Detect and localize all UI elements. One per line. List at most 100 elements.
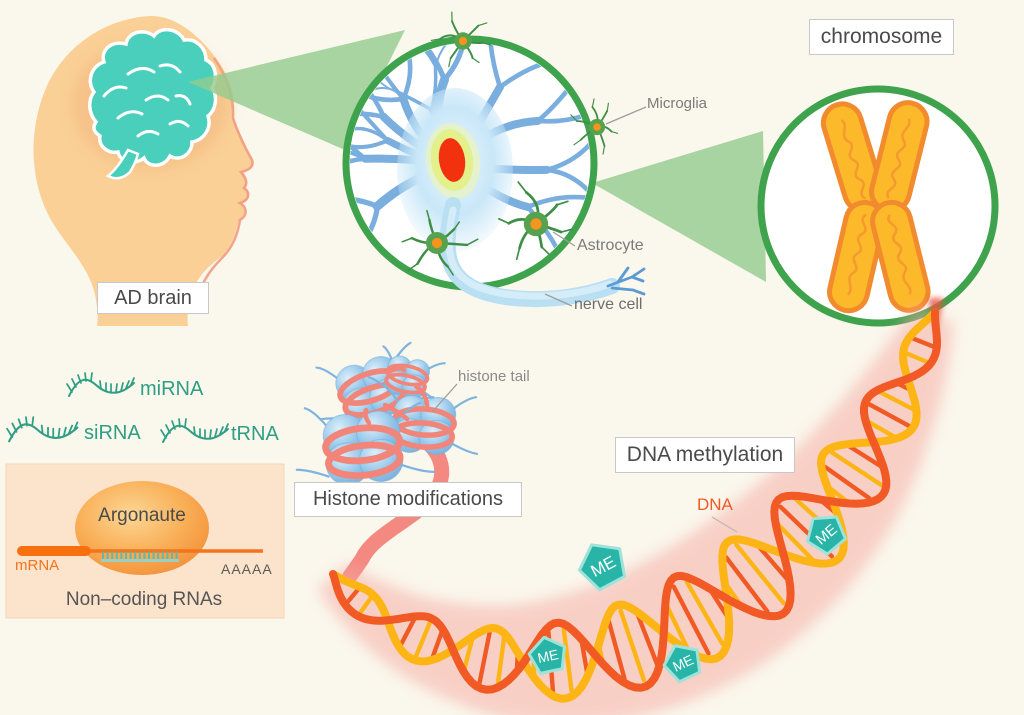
methyl-pentagon: [662, 644, 702, 684]
dendrite-branch: [350, 138, 390, 150]
histone-tail-pointer: [432, 383, 458, 412]
glia-cell: [570, 98, 619, 155]
argonaute-label: Argonaute: [98, 505, 186, 526]
dna-rung: [462, 636, 475, 672]
dendrite-branch: [544, 167, 590, 201]
glia-arm-tip: [611, 131, 619, 134]
glia-cell: [498, 181, 573, 261]
methyl-badge: ME: [527, 635, 566, 675]
microglia-label: Microglia: [647, 95, 708, 112]
dendrite-branch: [350, 196, 380, 209]
dna-rung: [344, 586, 362, 606]
neuron-soma: [397, 88, 513, 252]
dna-rung: [356, 594, 375, 617]
dendrite-branch: [350, 148, 368, 161]
methyl-pentagon: [805, 515, 847, 556]
zoom-beam-cell-to-chromosome: [592, 131, 766, 282]
chromosome: [820, 100, 931, 314]
glia-arm-tip: [466, 238, 479, 246]
dendrite-branch: [544, 132, 590, 173]
axon-terminal: [606, 266, 646, 296]
glia-arm-tip: [517, 181, 528, 194]
ad-brain-label-box: AD brain: [97, 282, 209, 314]
histone-tail: [295, 468, 330, 478]
glia-arm-tip: [448, 57, 452, 68]
methyl-pentagon: [527, 635, 566, 675]
wrapping-dna: [325, 441, 404, 480]
brain-folds: [102, 63, 192, 138]
astrocyte-pointer: [552, 231, 576, 247]
glia-arm-tip: [477, 22, 488, 27]
glia-arm-tip: [540, 246, 550, 255]
sirna-label: siRNA: [84, 422, 141, 444]
dendrite-branch: [414, 43, 448, 83]
glia-nucleus: [530, 218, 542, 230]
dendrite-branch: [434, 43, 450, 69]
dendrite-branch: [441, 43, 467, 83]
axon: [439, 197, 646, 308]
brain-stem: [105, 148, 140, 180]
dna-rung: [756, 544, 790, 582]
histone-tail: [315, 366, 339, 380]
histone-modifications-label-box: Histone modifications: [294, 482, 522, 517]
linker-dna: [413, 383, 430, 411]
dna-rung: [618, 608, 647, 683]
glia-arm-tip: [407, 263, 419, 272]
glia-arm-tip: [573, 139, 582, 146]
glia-nucleus: [593, 123, 601, 131]
histone-tail: [453, 396, 478, 410]
glia-arm-tip: [591, 98, 595, 108]
dna-rung: [909, 335, 937, 350]
dna-rung: [477, 630, 492, 686]
wrapping-dna: [384, 372, 427, 395]
dna-band: [318, 304, 954, 715]
dna-rung: [635, 613, 660, 667]
dna-rung: [495, 635, 507, 686]
glia-arm-tip: [430, 38, 441, 42]
glia-nucleus: [431, 237, 443, 249]
face-profile-line: [196, 57, 254, 301]
methyl-pentagon: [577, 543, 627, 592]
glia-arm-tip: [446, 265, 455, 276]
linker-dna: [386, 366, 407, 375]
glia-arm-tip: [515, 247, 521, 261]
dna-rung: [664, 604, 690, 650]
dna-rung: [865, 419, 897, 440]
dna-rung: [398, 616, 417, 648]
dna-rung: [829, 450, 884, 488]
dna-rung: [724, 555, 770, 614]
glia-arm-tip: [482, 42, 492, 46]
glia-arm-tip: [556, 200, 569, 206]
dna-rung: [846, 443, 884, 469]
dna-rung: [579, 639, 590, 676]
histone-tail: [382, 384, 400, 404]
glia-arm-tip: [471, 57, 480, 64]
glia-arm-tip: [606, 102, 609, 112]
noncoding-rnas-label: Non–coding RNAs: [65, 589, 223, 610]
mirna-label: miRNA: [140, 378, 204, 400]
methyl-badge: ME: [577, 543, 627, 592]
head-silhouette: [33, 15, 254, 326]
astrocyte-label: Astrocyte: [577, 237, 644, 254]
nerve-cell-pointer: [544, 293, 573, 307]
linker-dna: [382, 402, 410, 422]
dendrite-branch: [350, 156, 368, 185]
histone-tail: [451, 442, 479, 456]
poly-a-label: AAAAA: [221, 561, 273, 577]
histone-cluster: [295, 341, 479, 486]
mirna-pairing-comb: [101, 551, 179, 562]
dna-rung: [561, 626, 574, 693]
dendrite-branch: [525, 194, 587, 210]
histone-tail: [395, 401, 422, 422]
histone-tail: [382, 345, 393, 361]
histone-tail: [427, 362, 446, 370]
mrna-label: mRNA: [15, 557, 60, 574]
dendrite-branch: [487, 43, 503, 90]
dna-rung: [877, 389, 916, 412]
glia-cells: [401, 11, 619, 276]
chromosome-label-box: chromosome: [809, 19, 954, 55]
glia-arm-tip: [560, 228, 573, 233]
dna-rung: [671, 584, 711, 656]
